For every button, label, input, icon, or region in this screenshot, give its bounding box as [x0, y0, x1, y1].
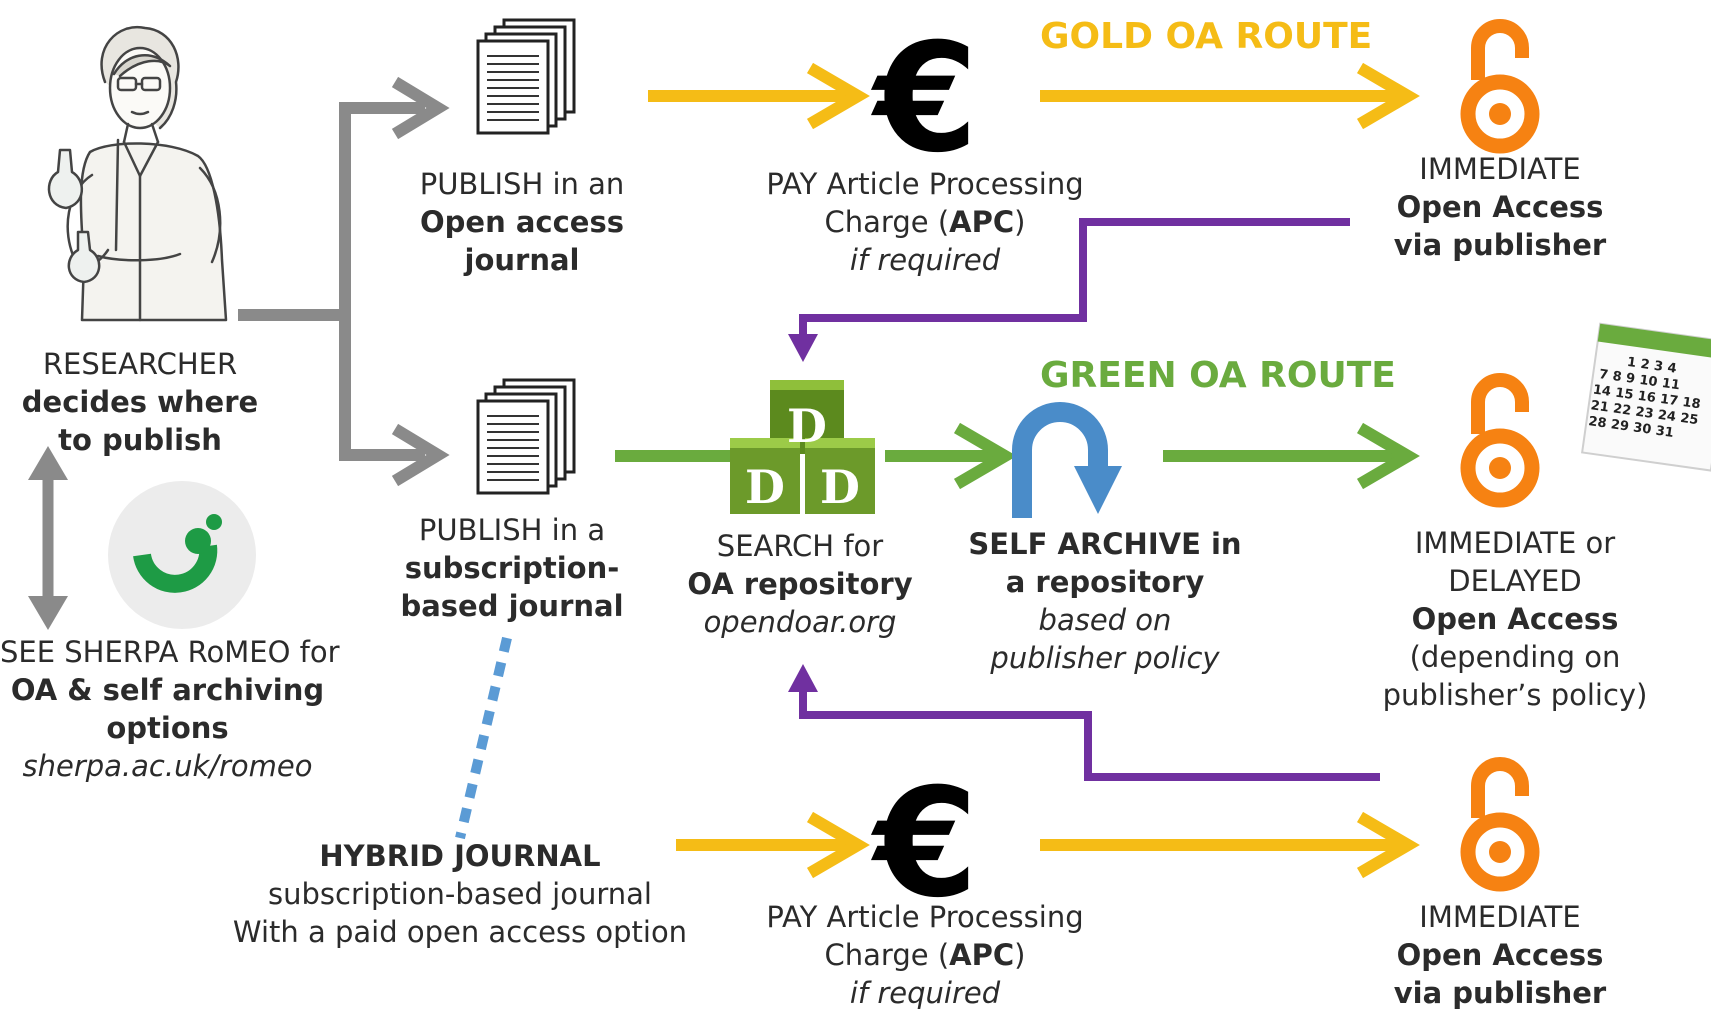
document-stack-icon: [476, 378, 576, 495]
purple-arrowhead-up: [788, 664, 818, 692]
sherpa-label: SEE SHERPA RoMEO for OA & self archiving…: [0, 633, 340, 785]
pay-apc-top-line3: if required: [849, 243, 1001, 277]
immediate-top-line3: via publisher: [1393, 228, 1607, 262]
hybrid-dotted-line: [455, 636, 512, 840]
immediate-bottom-line3: via publisher: [1393, 976, 1607, 1010]
euro-sign-icon: €: [871, 12, 978, 186]
pay-apc-bottom-line3: if required: [849, 976, 1001, 1010]
svg-text:1 2 3 4: 1 2 3 4: [1626, 355, 1677, 377]
open-access-lock-icon: [1468, 764, 1532, 884]
immediate-delayed-line1: IMMEDIATE or: [1414, 526, 1616, 560]
immediate-bottom-label: IMMEDIATE Open Access via publisher: [1380, 898, 1620, 1012]
self-archive-line3: based on: [1038, 603, 1172, 637]
sherpa-line2: OA & self archiving: [10, 673, 325, 707]
open-access-lock-icon: [1468, 26, 1532, 146]
calendar-icon: 1 2 3 4 7 8 9 10 11 14 15 16 17 18 21 22…: [1581, 322, 1711, 472]
curved-arrow-icon: [1012, 402, 1122, 518]
researcher-line1: RESEARCHER: [42, 347, 238, 381]
open-access-lock-icon: [1468, 380, 1532, 500]
researcher-branch-arrows: [238, 76, 450, 487]
immediate-bottom-line2: Open Access: [1396, 938, 1604, 972]
immediate-delayed-label: IMMEDIATE or DELAYED Open Access (depend…: [1365, 524, 1665, 714]
hybrid-line3: With a paid open access option: [232, 915, 688, 949]
sherpa-url: sherpa.ac.uk/romeo: [22, 749, 313, 783]
researcher-line3: to publish: [58, 423, 222, 457]
svg-text:D: D: [787, 399, 827, 453]
pay-apc-top-line2: Charge (APC): [824, 205, 1026, 239]
pay-apc-bottom-line2: Charge (APC): [824, 938, 1026, 972]
self-archive-line1: SELF ARCHIVE in: [968, 527, 1242, 561]
immediate-delayed-line3: Open Access: [1411, 602, 1619, 636]
pay-apc-bottom-line1: PAY Article Processing: [766, 900, 1084, 934]
self-archive-label: SELF ARCHIVE in a repository based on pu…: [960, 525, 1250, 677]
svg-text:D: D: [745, 460, 785, 514]
immediate-delayed-line2: DELAYED: [1448, 564, 1582, 598]
euro-sign-icon: €: [871, 757, 978, 931]
pay-apc-top-label: PAY Article Processing Charge (APC) if r…: [745, 165, 1105, 279]
publish-oa-line2: Open access: [420, 205, 624, 239]
publish-oa-line3: journal: [464, 243, 580, 277]
hybrid-line2: subscription-based journal: [268, 877, 652, 911]
immediate-bottom-line1: IMMEDIATE: [1419, 900, 1581, 934]
researcher-line2: decides where: [21, 385, 259, 419]
immediate-top-line1: IMMEDIATE: [1419, 152, 1581, 186]
green-route-heading: GREEN OA ROUTE: [1040, 355, 1396, 396]
researcher-label: RESEARCHER decides where to publish: [0, 345, 280, 459]
hybrid-line1: HYBRID JOURNAL: [319, 839, 601, 873]
search-repository-label: SEARCH for OA repository opendoar.org: [670, 527, 930, 641]
immediate-delayed-line5: publisher’s policy): [1382, 678, 1648, 712]
sherpa-line3: options: [106, 711, 229, 745]
pay-apc-bottom-label: PAY Article Processing Charge (APC) if r…: [745, 898, 1105, 1012]
purple-arrowhead-down: [788, 334, 818, 362]
search-repo-url: opendoar.org: [703, 605, 897, 639]
publish-sub-line1: PUBLISH in a: [418, 513, 606, 547]
publish-subscription-label: PUBLISH in a subscription- based journal: [382, 511, 642, 625]
publish-oa-label: PUBLISH in an Open access journal: [392, 165, 652, 279]
document-stack-icon: [476, 18, 576, 135]
researcher-illustration: [47, 25, 228, 322]
sherpa-romeo-logo: [108, 481, 256, 629]
double-arrow: [28, 446, 68, 630]
sherpa-line1: SEE SHERPA RoMEO for: [0, 635, 340, 669]
publish-sub-line3: based journal: [400, 589, 624, 623]
search-repo-line2: OA repository: [687, 567, 913, 601]
svg-text:D: D: [820, 460, 860, 514]
hybrid-journal-label: HYBRID JOURNAL subscription-based journa…: [205, 837, 715, 951]
gold-arrows: [648, 62, 1420, 879]
opendoar-cubes-logo: D D D: [730, 380, 875, 514]
green-arrows: [615, 422, 1420, 490]
immediate-top-label: IMMEDIATE Open Access via publisher: [1380, 150, 1620, 264]
pay-apc-top-line1: PAY Article Processing: [766, 167, 1084, 201]
purple-connectors: [799, 218, 1380, 781]
gold-route-heading: GOLD OA ROUTE: [1040, 16, 1373, 57]
immediate-top-line2: Open Access: [1396, 190, 1604, 224]
self-archive-line4: publisher policy: [990, 641, 1220, 675]
self-archive-line2: a repository: [1005, 565, 1205, 599]
search-repo-line1: SEARCH for: [716, 529, 884, 563]
publish-oa-line1: PUBLISH in an: [419, 167, 625, 201]
immediate-delayed-line4: (depending on: [1409, 640, 1621, 674]
publish-sub-line2: subscription-: [404, 551, 620, 585]
